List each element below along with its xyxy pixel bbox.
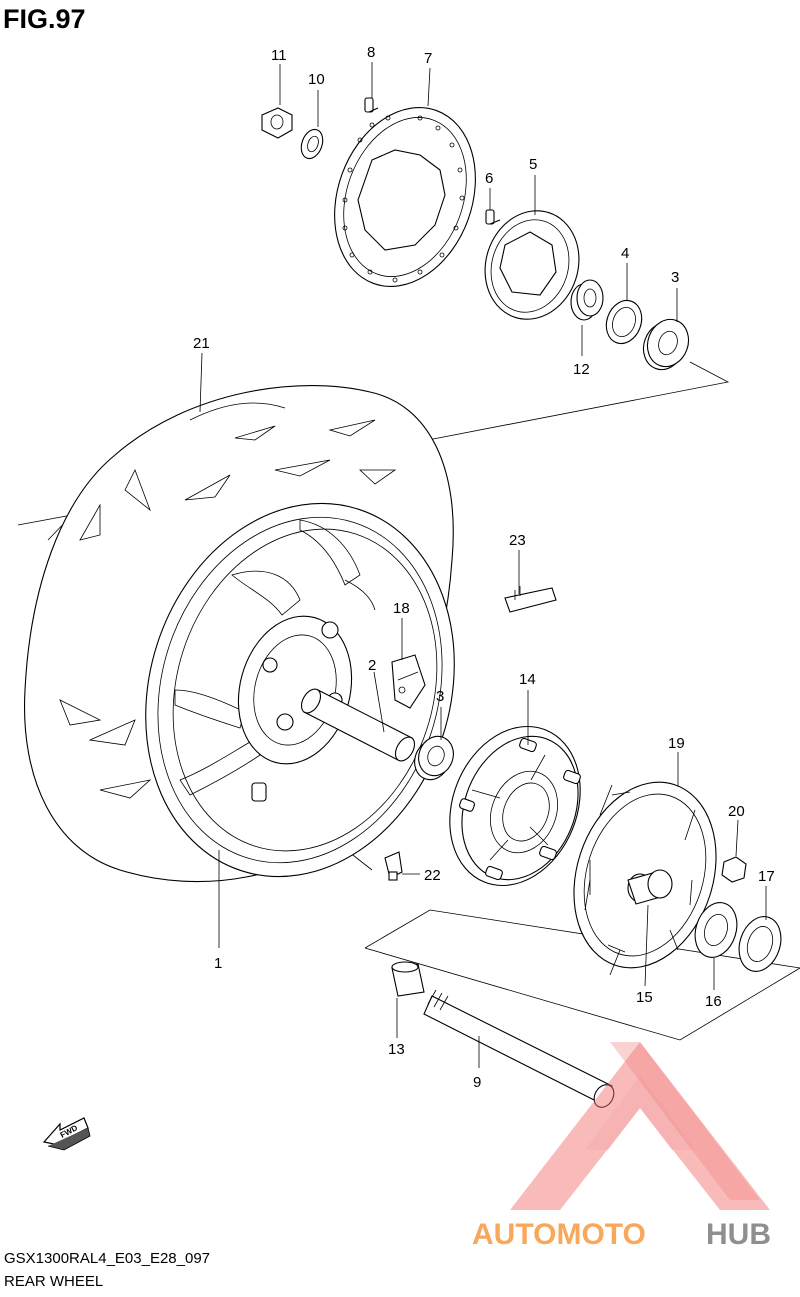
sensor-rotor-part-5 bbox=[484, 210, 580, 320]
callout-10: 10 bbox=[308, 71, 325, 88]
leader-lines bbox=[199, 62, 767, 1068]
callout-5: 5 bbox=[529, 156, 537, 173]
callout-11: 11 bbox=[271, 47, 287, 64]
axle-part-9 bbox=[423, 989, 615, 1108]
callout-9: 9 bbox=[473, 1074, 481, 1091]
spacer-part-12 bbox=[570, 279, 604, 321]
callout-4: 4 bbox=[621, 245, 629, 262]
callout-12: 12 bbox=[573, 361, 590, 378]
callout-21: 21 bbox=[193, 335, 210, 352]
callout-13: 13 bbox=[388, 1041, 405, 1058]
callout-6: 6 bbox=[485, 170, 493, 187]
spacer-part-13 bbox=[391, 961, 425, 997]
callout-22: 22 bbox=[424, 867, 441, 884]
bearing-part-3-left bbox=[414, 735, 454, 781]
bolt-part-8 bbox=[364, 97, 379, 113]
rear-wheel-tire bbox=[23, 384, 455, 883]
footer-title: REAR WHEEL bbox=[4, 1273, 104, 1290]
watermark-text: AUTOMOTO HUB bbox=[472, 1218, 771, 1251]
callout-3-left: 3 bbox=[436, 688, 444, 705]
sprocket-drum-part-14 bbox=[449, 725, 581, 887]
bolt-part-6 bbox=[485, 209, 501, 225]
figure-title: FIG.97 bbox=[3, 4, 86, 34]
oil-seal-part-17 bbox=[738, 916, 782, 972]
callout-15: 15 bbox=[636, 989, 653, 1006]
callout-3-right: 3 bbox=[671, 269, 679, 286]
callout-8: 8 bbox=[367, 44, 375, 61]
callout-14: 14 bbox=[519, 671, 536, 688]
rear-sprocket-part-19 bbox=[573, 781, 717, 976]
brake-disc-part-7 bbox=[334, 107, 476, 287]
watermark-part2: HUB bbox=[706, 1218, 771, 1251]
automotohub-logo-icon bbox=[510, 1042, 770, 1210]
nut-part-20 bbox=[721, 856, 747, 883]
callout-19: 19 bbox=[668, 735, 685, 752]
callout-labels: 1 2 3 3 4 5 6 7 8 9 10 11 12 13 14 15 16… bbox=[193, 44, 775, 1091]
fwd-arrow-icon: FWD bbox=[42, 1117, 91, 1151]
nut-part-11 bbox=[261, 107, 293, 139]
callout-17: 17 bbox=[758, 868, 775, 885]
callout-18: 18 bbox=[393, 600, 410, 617]
callout-16: 16 bbox=[705, 993, 722, 1010]
balance-weight-part-23 bbox=[504, 586, 557, 613]
callout-7: 7 bbox=[424, 50, 432, 67]
callout-23: 23 bbox=[509, 532, 526, 549]
callout-2: 2 bbox=[368, 657, 376, 674]
damper-part-18 bbox=[391, 654, 426, 709]
bearing-part-16 bbox=[694, 902, 738, 958]
watermark-part1: AUTOMOTO bbox=[472, 1218, 646, 1251]
callout-1: 1 bbox=[214, 955, 222, 972]
axle-spacer-part-2 bbox=[300, 688, 416, 762]
oil-seal-part-4 bbox=[605, 299, 643, 345]
valve-part-22 bbox=[384, 851, 403, 881]
footer-code: GSX1300RAL4_E03_E28_097 bbox=[4, 1250, 211, 1267]
washer-part-10 bbox=[300, 128, 324, 160]
callout-20: 20 bbox=[728, 803, 745, 820]
bearing-part-3-right bbox=[642, 318, 690, 371]
